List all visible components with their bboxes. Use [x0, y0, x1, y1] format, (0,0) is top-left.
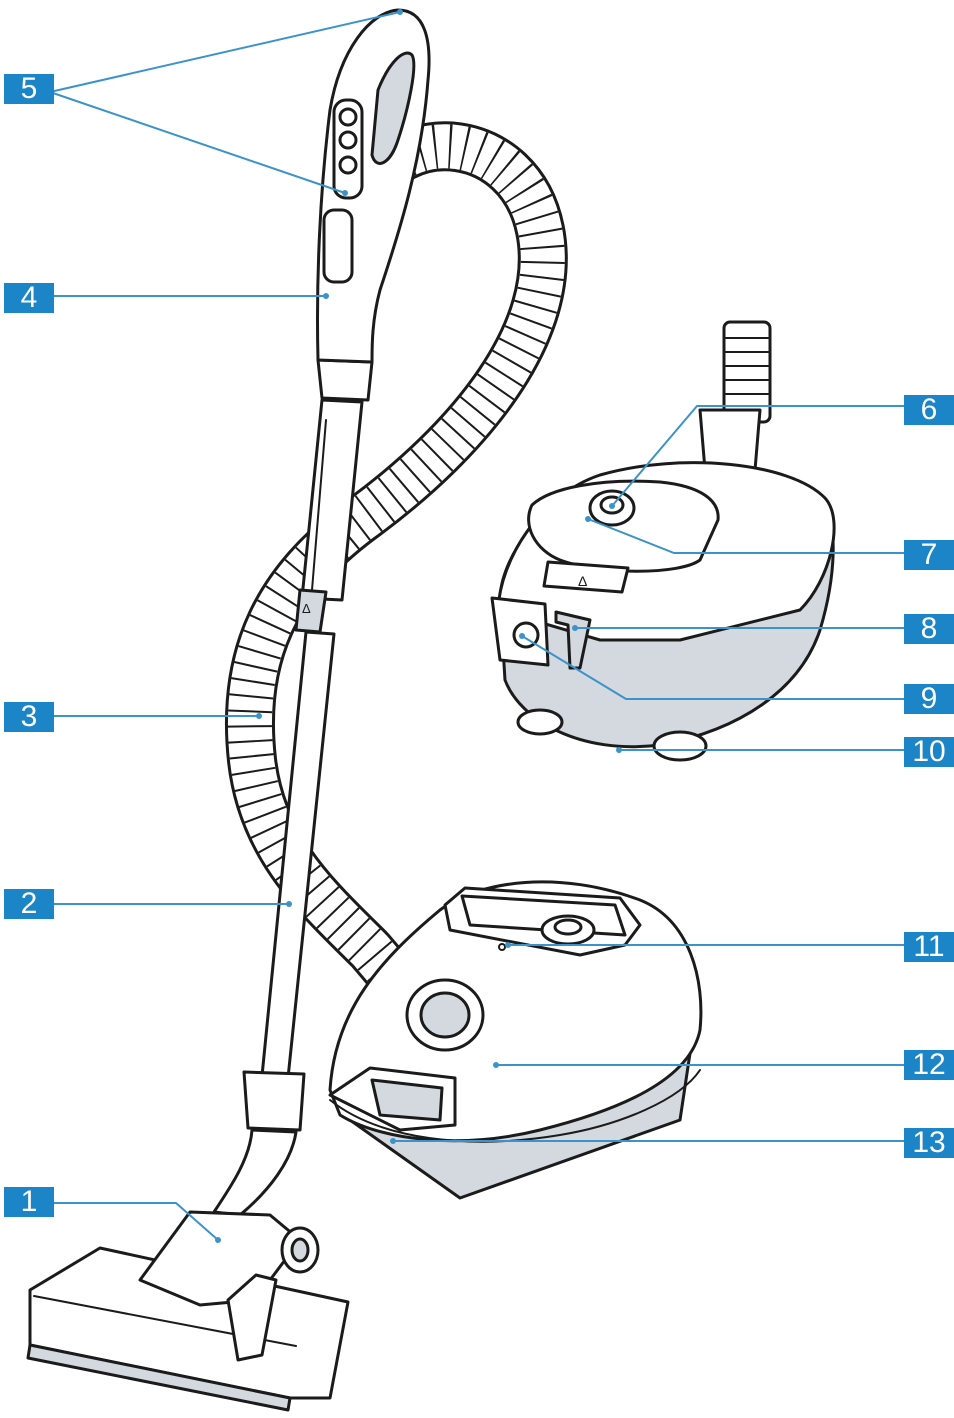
callout-label-7: 7 — [904, 540, 954, 570]
callout-label-5: 5 — [4, 74, 54, 104]
leader-line-1 — [50, 1202, 219, 1241]
leader-dot-1 — [215, 1237, 221, 1243]
leader-dot-9 — [519, 633, 525, 639]
callout-label-10: 10 — [904, 737, 954, 767]
callout-label-1: 1 — [4, 1187, 54, 1217]
leader-line-5-2 — [49, 91, 346, 194]
callout-label-12: 12 — [904, 1050, 954, 1080]
callout-label-11: 11 — [904, 932, 954, 962]
tube-release-arrow: Δ — [302, 601, 311, 616]
dust-indicator-arrow: Δ — [578, 573, 587, 589]
leader-line-6 — [611, 405, 904, 507]
leader-dot-2 — [286, 901, 292, 907]
leader-line-5-1 — [49, 11, 401, 93]
callout-label-8: 8 — [904, 614, 954, 644]
callout-label-9: 9 — [904, 684, 954, 714]
leader-dot-6 — [609, 503, 615, 509]
leader-dot-3 — [256, 713, 262, 719]
leader-dot-12 — [493, 1062, 499, 1068]
callout-label-3: 3 — [4, 702, 54, 732]
leader-dot-10 — [616, 747, 622, 753]
callout-label-2: 2 — [4, 889, 54, 919]
floor-nozzle — [26, 1210, 350, 1412]
telescopic-tube: Δ — [212, 358, 374, 1217]
leader-dot-5-1 — [397, 9, 403, 15]
vacuum-body-secondary: Δ — [490, 320, 836, 762]
leader-dot-11 — [505, 942, 511, 948]
vacuum-body-main — [328, 880, 703, 1200]
leader-line-9 — [521, 635, 904, 700]
leader-dot-7 — [585, 516, 591, 522]
callout-label-13: 13 — [904, 1128, 954, 1158]
leader-dot-4 — [323, 293, 329, 299]
leader-dot-8 — [572, 625, 578, 631]
leader-dot-13 — [390, 1138, 396, 1144]
callout-label-6: 6 — [904, 395, 954, 425]
leader-dot-5-2 — [342, 190, 348, 196]
leader-line-7 — [587, 518, 904, 554]
callout-label-4: 4 — [4, 283, 54, 313]
